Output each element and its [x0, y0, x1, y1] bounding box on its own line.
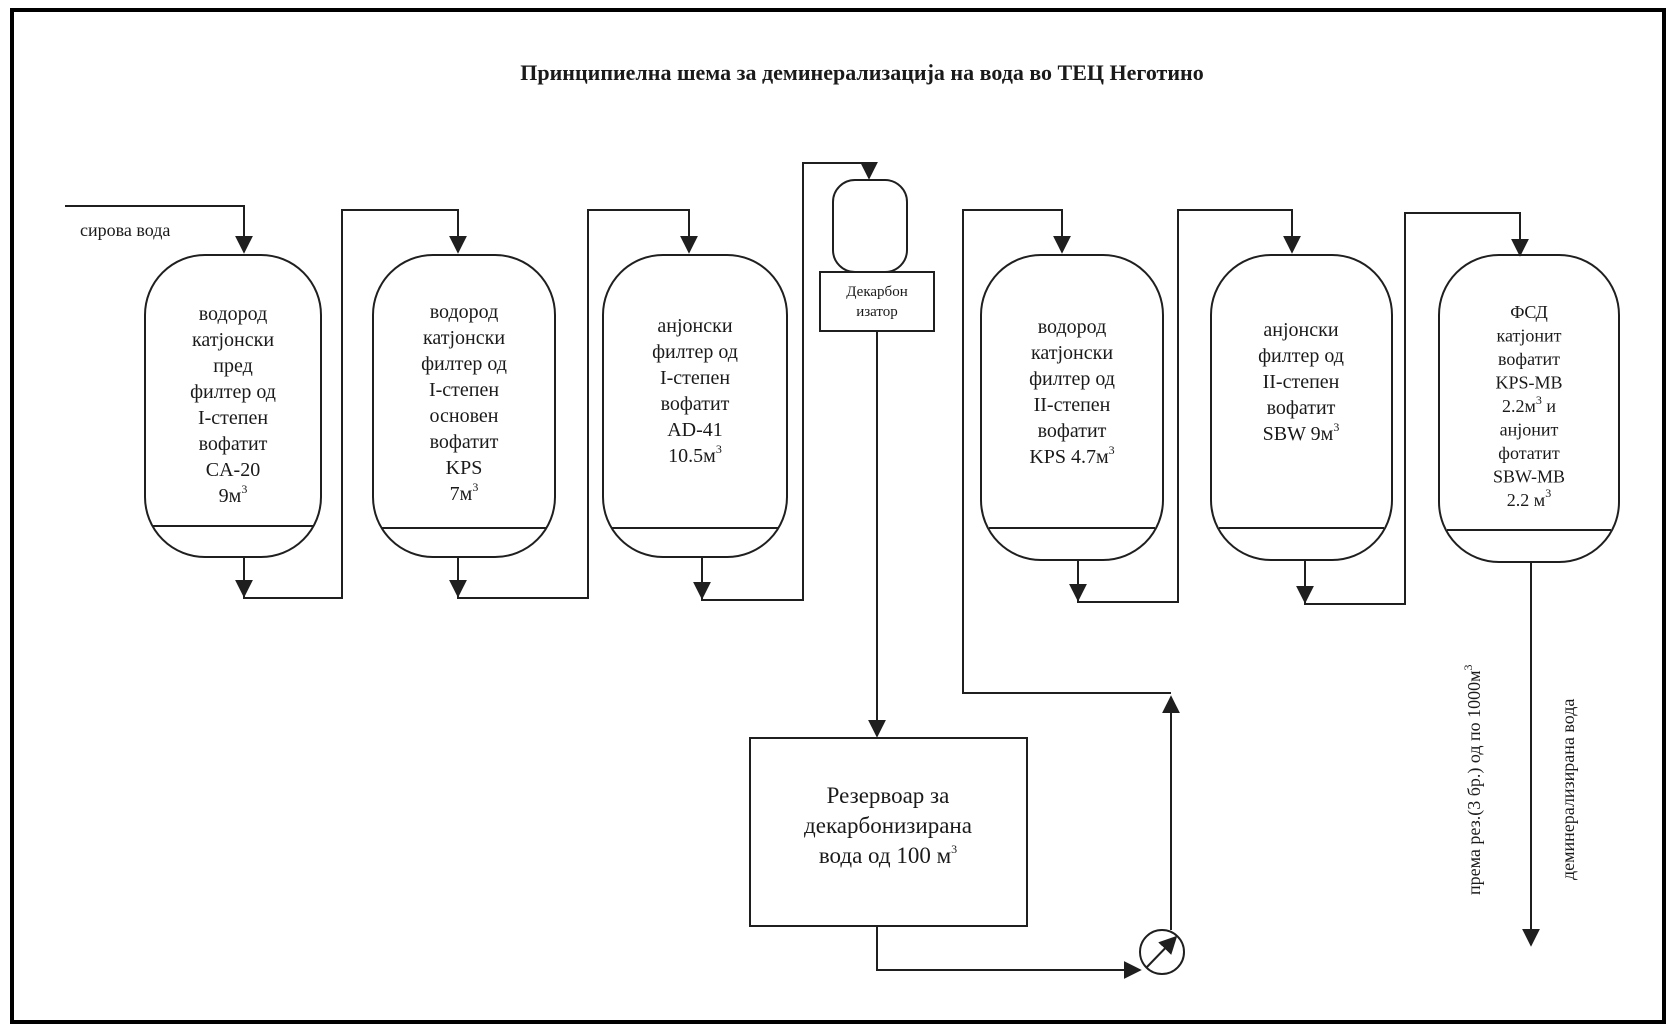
- vessel-1-volume: 9м3: [219, 482, 248, 507]
- vessel-6-label-line: KPS-MB: [1495, 373, 1562, 393]
- vessel-1-label-line: катјонски: [192, 329, 274, 351]
- vessel-4-label-line: филтер од: [1029, 368, 1115, 390]
- vessel-5-volume: SBW 9м3: [1263, 420, 1340, 445]
- side-label-demineralized-water: деминерализирана вода: [1558, 699, 1578, 880]
- reservoir-label-line: Резервоар за: [827, 783, 950, 808]
- reservoir-label-line: вода од 100 м3: [819, 842, 957, 868]
- vessel-5-label-line: филтер од: [1258, 345, 1344, 367]
- vessel-1-label-line: пред: [213, 355, 253, 377]
- vessel-3-label-line: филтер од: [652, 341, 738, 363]
- pipe-pump-vessel-4: [962, 209, 1171, 694]
- vessel-4-label-line: II-степен: [1034, 394, 1111, 416]
- decarbonizer-label-line-2: изатор: [856, 304, 898, 320]
- vessel-2-label-line: основен: [430, 405, 499, 427]
- vessel-4-label-line: вофатит: [1038, 420, 1107, 442]
- vessel-2-label-line: I-степен: [429, 379, 499, 401]
- vessel-6-label-line: SBW-MB: [1493, 467, 1565, 487]
- vessel-5-label-line: вофатит: [1267, 397, 1336, 419]
- vessel-3-label-line: AD-41: [667, 419, 723, 441]
- vessel-6-label-line: анјонит: [1500, 420, 1559, 440]
- vessel-2-label-line: KPS: [446, 457, 483, 479]
- vessel-1-label-line: вофатит: [199, 433, 268, 455]
- vessel-4: [980, 254, 1164, 561]
- vessel-1-label-line: филтер од: [190, 381, 276, 403]
- vessel-6-label-line: 2.2м3 и: [1502, 393, 1556, 416]
- vessel-6-label-line: ФСД: [1510, 302, 1548, 322]
- vessel-2-label-line: водород: [430, 301, 499, 323]
- vessel-3-label-line: I-степен: [660, 367, 730, 389]
- vessel-1-label-line: водород: [199, 303, 268, 325]
- decarbonizer-label-line-1: Декарбон: [846, 284, 907, 300]
- vessel-2: [372, 254, 556, 558]
- vessel-4-label-line: водород: [1038, 316, 1107, 338]
- vessel-3-label-line: анјонски: [657, 315, 732, 337]
- decarbonizer: [819, 179, 935, 332]
- inlet-pipe: [65, 205, 253, 254]
- vessel-3-volume: 10.5м3: [668, 442, 722, 467]
- vessel-1-label-line: I-степен: [198, 407, 268, 429]
- vessel-3: [602, 254, 788, 558]
- pump-arrow: [1145, 935, 1178, 969]
- reservoir-label-line: декарбонизирана: [804, 813, 972, 838]
- vessel-6: [1438, 254, 1620, 563]
- inlet-label: сирова вода: [80, 220, 170, 240]
- vessel-6-label-line: вофатит: [1498, 349, 1560, 369]
- vessel-2-label-line: филтер од: [421, 353, 507, 375]
- diagram-title: Принципиелна шема за деминерализација на…: [520, 60, 1203, 85]
- vessel-labels: водород катјонски пред филтер од I-степен воф…: [190, 301, 1565, 510]
- vessel-4-label-line: катјонски: [1031, 342, 1113, 364]
- pipe-reservoir-pump: [876, 926, 1142, 979]
- vessel-2-label-line: катјонски: [423, 327, 505, 349]
- reservoir: [749, 737, 1028, 927]
- vessel-4-volume: KPS 4.7м3: [1029, 443, 1114, 468]
- vessel-6-label-line: фотатит: [1498, 443, 1560, 463]
- side-label-reservoirs: према рез.(3 бр.) од по 1000м3: [1461, 664, 1485, 895]
- reservoir-label: Резервоар за декарбонизирана вода од 100 м…: [804, 783, 972, 868]
- page-frame: [10, 8, 1666, 1024]
- vessel-5: [1210, 254, 1393, 561]
- vessel-6-label-line: катјонит: [1497, 326, 1562, 346]
- vessel-6-volume: 2.2 м3: [1507, 486, 1551, 510]
- vessel-2-label-line: вофатит: [430, 431, 499, 453]
- vessel-1-label-line: CA-20: [206, 459, 260, 481]
- vessel-5-label-line: анјонски: [1263, 319, 1338, 341]
- vessel-5-label-line: II-степен: [1263, 371, 1340, 393]
- vessel-2-volume: 7м3: [450, 480, 479, 505]
- vessel-3-label-line: вофатит: [661, 393, 730, 415]
- vessel-1: [144, 254, 322, 558]
